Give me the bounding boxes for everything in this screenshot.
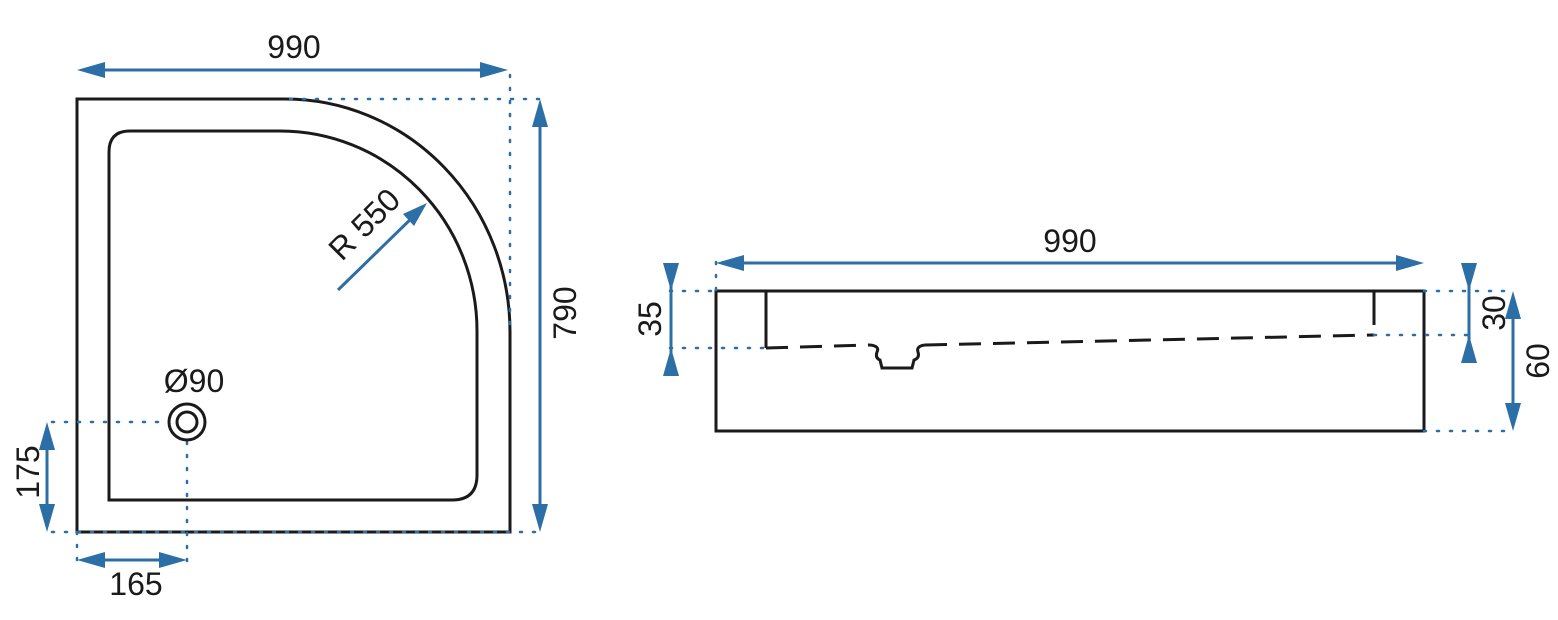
arrowhead-side-length-right	[1396, 255, 1424, 271]
dim-label-side-length: 990	[1043, 223, 1096, 259]
arrowhead-side-length-left	[716, 255, 744, 271]
side-view-outline	[714, 289, 1426, 433]
arrowhead-drain-y-bottom	[39, 504, 55, 532]
dim-label-rim: 30	[1476, 295, 1512, 331]
arrowhead-total-height-bottom	[1505, 403, 1521, 431]
dim-line-radius	[336, 210, 420, 292]
tray-inner-basin	[107, 129, 479, 502]
side-view: 990 35 30 60	[632, 223, 1556, 433]
arrowhead-rim-bottom	[1461, 335, 1477, 363]
arrowhead-drain-x-left	[77, 552, 105, 568]
dim-label-inner-depth: 35	[632, 301, 668, 337]
dim-label-drain: Ø90	[164, 363, 224, 399]
arrowhead-depth-top	[532, 99, 548, 127]
arrowhead-inner-depth-bottom	[663, 348, 679, 376]
hidden-line-drain-well	[869, 343, 926, 370]
arrowhead-total-height-top	[1505, 291, 1521, 319]
dim-label-total-height: 60	[1520, 343, 1556, 379]
dim-label-drain-x: 165	[109, 566, 162, 602]
dim-label-width: 990	[267, 29, 320, 65]
tray-outer-outline	[75, 97, 512, 534]
arrowhead-depth-bottom	[532, 504, 548, 532]
arrowhead-width-left	[77, 62, 105, 78]
arrowhead-drain-y-top	[39, 422, 55, 450]
arrowhead-inner-depth-top	[663, 263, 679, 291]
arrowhead-drain-x-right	[159, 552, 187, 568]
arrowhead-radius	[403, 203, 427, 226]
arrowhead-width-right	[480, 62, 508, 78]
hidden-line-basin-floor	[765, 343, 871, 350]
dim-label-depth: 790	[547, 286, 583, 339]
drain-inner-ring	[175, 410, 199, 434]
hidden-line-basin-floor-slope	[924, 333, 1375, 347]
drain-outer-ring	[167, 402, 207, 442]
dim-label-drain-y: 175	[10, 445, 46, 498]
dim-label-radius: R 550	[321, 181, 407, 267]
top-view: 990 790 R 550 Ø90 175 165	[10, 29, 583, 602]
arrowhead-rim-top	[1461, 263, 1477, 291]
